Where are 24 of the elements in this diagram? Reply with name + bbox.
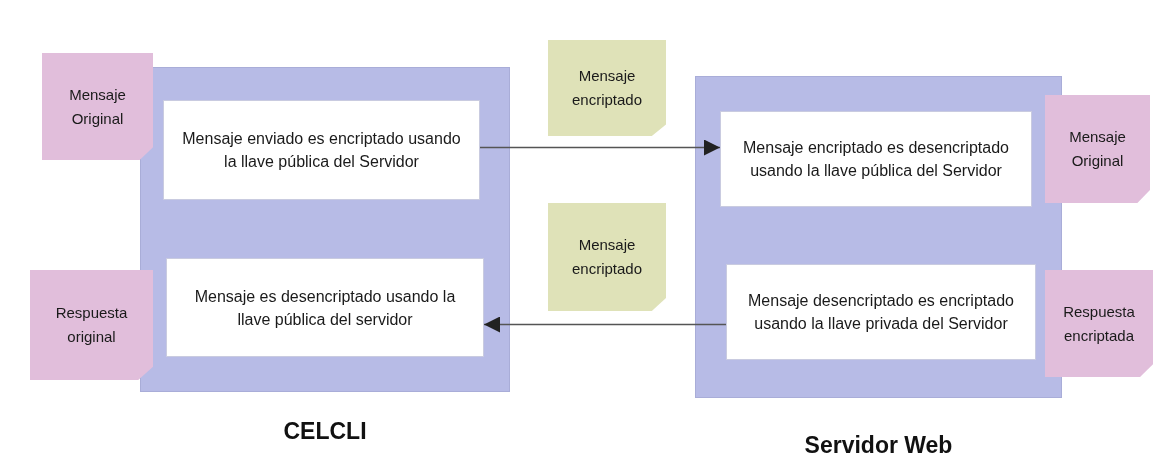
message-note: [548, 203, 666, 311]
sticky-note: [42, 53, 153, 160]
process-box: [720, 111, 1032, 207]
sticky-note: [30, 270, 153, 380]
arrow: [483, 316, 727, 333]
note-text: Mensaje encriptado: [570, 235, 644, 279]
sticky-note: [1045, 270, 1153, 377]
process-text: Mensaje es desencriptado usando la llave pública del servidor: [193, 286, 457, 330]
sticky-note: [1045, 95, 1150, 203]
note-text: Mensaje encriptado: [570, 66, 644, 110]
note-text: Respuesta encriptada: [1062, 301, 1136, 346]
note-text: Respuesta original: [54, 303, 129, 347]
process-text: Mensaje encriptado es desencriptado usando la llave pública del Servidor: [742, 138, 1010, 181]
process-text: Mensaje enviado es encriptado usando la llave pública del Servidor: [181, 129, 462, 172]
process-box: [166, 258, 484, 357]
panel-title: CELCLI: [283, 417, 367, 446]
arrow: [479, 139, 721, 156]
panel-title: Servidor Web: [804, 431, 953, 458]
note-text: Mensaje Original: [68, 84, 127, 129]
note-text: Mensaje Original: [1068, 127, 1127, 171]
message-note: [548, 40, 666, 136]
process-box: [163, 100, 480, 200]
process-box: [726, 264, 1036, 360]
process-text: Mensaje desencriptado es encriptado usando la llave privada del Servidor: [747, 291, 1015, 334]
